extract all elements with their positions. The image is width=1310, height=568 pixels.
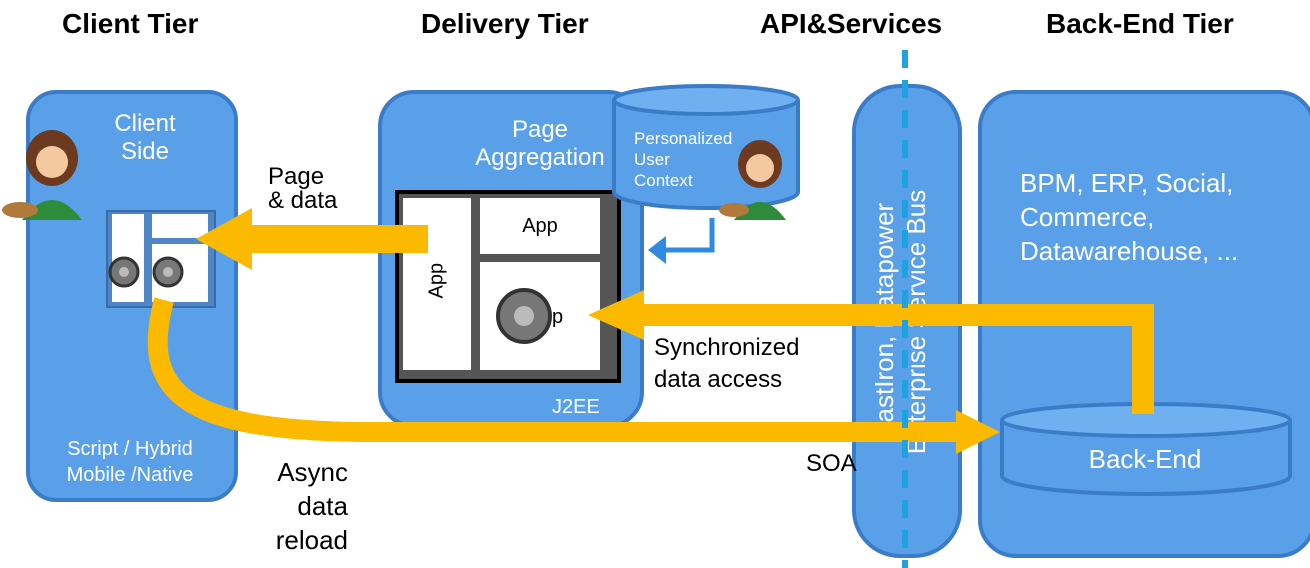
soa-label: SOA — [806, 450, 857, 477]
backend-db-label: Back-End — [1088, 444, 1202, 474]
app-top-pane: App — [480, 198, 600, 254]
page-data-label: Page & data — [268, 163, 338, 214]
app-gear-label: p — [552, 306, 564, 328]
client-side-title: Client Side — [114, 110, 176, 165]
personalized-context-text: Personalized User Context — [634, 129, 733, 190]
backend-systems-text: BPM, ERP, Social, Commerce, Datawarehous… — [1020, 168, 1239, 266]
page-aggregation-title: Page Aggregation — [475, 116, 605, 171]
async-reload-label: Async data reload — [275, 457, 348, 555]
user-avatar-icon — [2, 130, 82, 220]
j2ee-label: J2EE — [552, 396, 600, 418]
sync-access-label: Synchronized data access — [654, 334, 800, 393]
client-tier-title: Client Tier — [62, 8, 199, 39]
gear-icon — [496, 288, 552, 344]
client-app-pane-top — [152, 214, 208, 238]
delivery-tier-title: Delivery Tier — [421, 8, 589, 39]
client-platform-text: Script / Hybrid Mobile /Native — [66, 438, 194, 486]
backend-db-cylinder — [1000, 402, 1292, 496]
page-data-arrow — [196, 208, 428, 270]
api-services-tier-title: API&Services — [760, 8, 943, 39]
backend-tier-title: Back-End Tier — [1046, 8, 1234, 39]
async-reload-arrow — [147, 297, 1000, 454]
gear-icon — [108, 256, 140, 288]
context-return-arrow — [660, 218, 715, 253]
context-return-arrowhead — [648, 236, 666, 264]
sync-data-arrow — [588, 290, 1154, 414]
user-avatar-icon — [719, 140, 786, 220]
gear-icon — [152, 256, 184, 288]
